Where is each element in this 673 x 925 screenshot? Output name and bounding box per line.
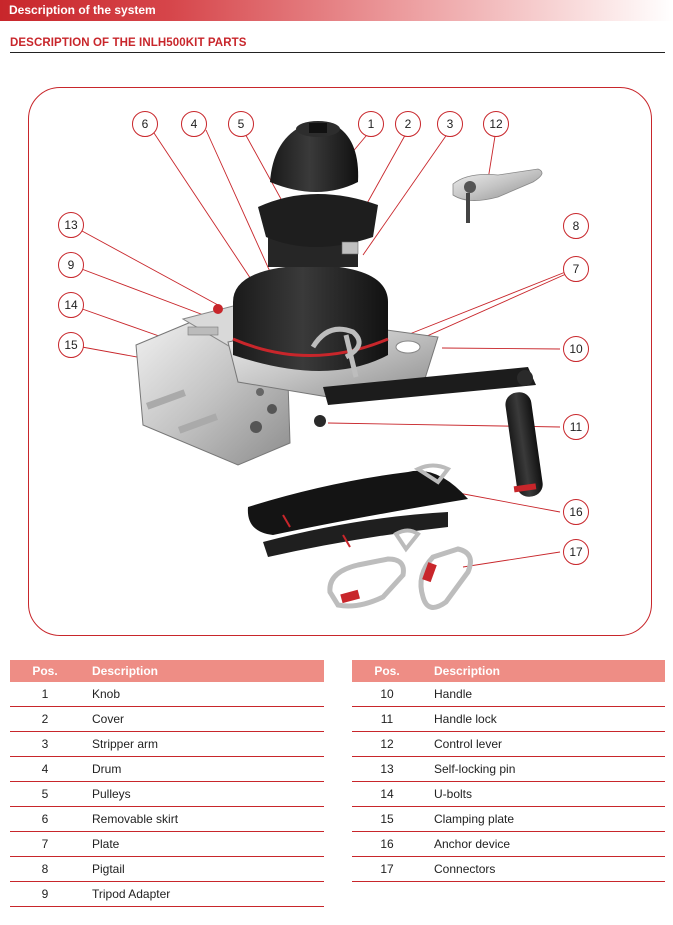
pos-cell: 3 — [10, 732, 80, 757]
description-cell: Tripod Adapter — [80, 882, 324, 907]
pos-cell: 17 — [352, 857, 422, 882]
callout-7: 7 — [563, 256, 589, 282]
description-cell: Removable skirt — [80, 807, 324, 832]
callout-17: 17 — [563, 539, 589, 565]
pos-cell: 11 — [352, 707, 422, 732]
pos-cell: 13 — [352, 757, 422, 782]
pos-cell: 4 — [10, 757, 80, 782]
page-title: DESCRIPTION OF THE INLH500KIT PARTS — [10, 37, 247, 49]
description-cell: Stripper arm — [80, 732, 324, 757]
pos-cell: 15 — [352, 807, 422, 832]
description-cell: Plate — [80, 832, 324, 857]
pos-cell: 12 — [352, 732, 422, 757]
description-cell: U-bolts — [422, 782, 665, 807]
callout-3: 3 — [437, 111, 463, 137]
pos-cell: 9 — [10, 882, 80, 907]
callout-11: 11 — [563, 414, 589, 440]
description-cell: Cover — [80, 707, 324, 732]
pos-cell: 1 — [10, 682, 80, 707]
winch-kit-illustration — [28, 87, 652, 636]
callout-2: 2 — [395, 111, 421, 137]
callout-13: 13 — [58, 212, 84, 238]
callout-12: 12 — [483, 111, 509, 137]
pos-cell: 14 — [352, 782, 422, 807]
description-cell: Clamping plate — [422, 807, 665, 832]
description-cell: Knob — [80, 682, 324, 707]
column-header-pos: Pos. — [10, 660, 80, 682]
description-cell: Drum — [80, 757, 324, 782]
description-cell: Control lever — [422, 732, 665, 757]
callout-16: 16 — [563, 499, 589, 525]
winch-body-graphic — [233, 121, 388, 371]
title-divider — [10, 52, 665, 53]
description-cell: Self-locking pin — [422, 757, 665, 782]
description-cell: Connectors — [422, 857, 665, 882]
column-header-pos: Pos. — [352, 660, 422, 682]
pos-cell: 2 — [10, 707, 80, 732]
column-header-description: Description — [422, 660, 665, 682]
control-lever-graphic — [453, 169, 542, 223]
pos-cell: 8 — [10, 857, 80, 882]
section-label: Description of the system — [9, 3, 156, 17]
callout-9: 9 — [58, 252, 84, 278]
pos-cell: 6 — [10, 807, 80, 832]
section-header-bar: Description of the system — [0, 0, 673, 21]
pos-cell: 16 — [352, 832, 422, 857]
table-header-row: Pos. Description — [352, 660, 665, 682]
callout-4: 4 — [181, 111, 207, 137]
description-cell: Handle lock — [422, 707, 665, 732]
table-header-row: Pos. Description — [10, 660, 324, 682]
callout-5: 5 — [228, 111, 254, 137]
anchor-strap-graphic — [248, 466, 468, 558]
callout-15: 15 — [58, 332, 84, 358]
connectors-graphic — [330, 549, 471, 607]
callout-14: 14 — [58, 292, 84, 318]
description-cell: Handle — [422, 682, 665, 707]
column-header-description: Description — [80, 660, 324, 682]
pos-cell: 7 — [10, 832, 80, 857]
description-cell: Pigtail — [80, 857, 324, 882]
callout-10: 10 — [563, 336, 589, 362]
description-cell: Pulleys — [80, 782, 324, 807]
callout-8: 8 — [563, 213, 589, 239]
callout-1: 1 — [358, 111, 384, 137]
pos-cell: 10 — [352, 682, 422, 707]
description-cell: Anchor device — [422, 832, 665, 857]
pos-cell: 5 — [10, 782, 80, 807]
callout-6: 6 — [132, 111, 158, 137]
